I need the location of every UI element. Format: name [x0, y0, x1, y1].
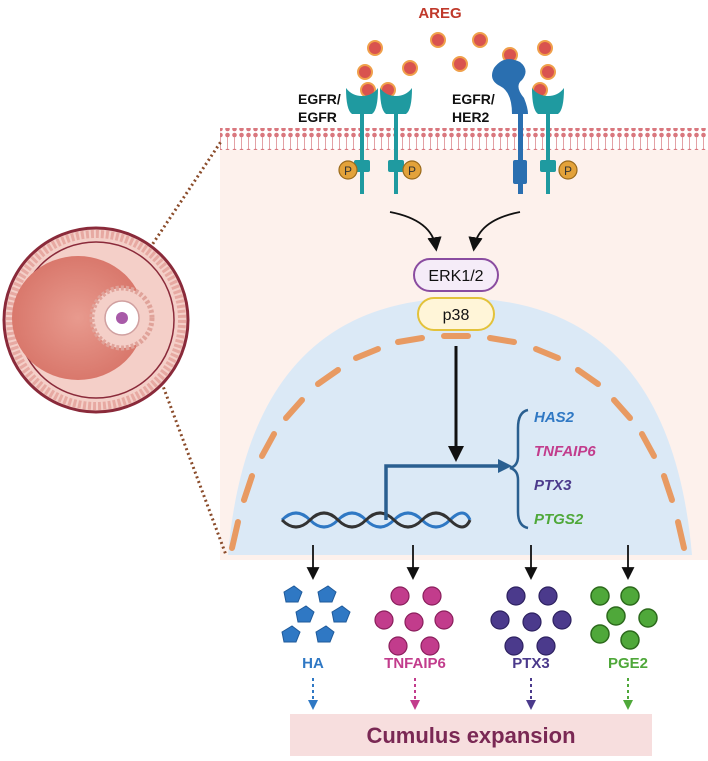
transcription-arrow: [384, 464, 500, 520]
phospho-site: [402, 160, 422, 180]
product-arrows: [306, 545, 635, 581]
outcome-arrowhead: [526, 700, 536, 710]
gene-brace: [509, 408, 529, 530]
outcome-label: Cumulus expansion: [366, 723, 575, 748]
pge2-molecules: [590, 586, 658, 650]
outcome-arrowhead: [308, 700, 318, 710]
outcome-arrowhead: [410, 700, 420, 710]
product-pge2-label: PGE2: [608, 655, 648, 672]
product-ha-label: HA: [302, 655, 324, 672]
plasma-membrane: [220, 128, 708, 150]
phospho-site: [558, 160, 578, 180]
receptor-egfr-egfr: [346, 88, 412, 194]
zoom-line-bottom: [158, 377, 228, 556]
tnfaip6-molecules: [374, 586, 454, 656]
zoom-line-top: [148, 139, 224, 249]
product-ptx3-label: PTX3: [512, 655, 550, 672]
nuclear-envelope: [229, 333, 687, 551]
gene-has2: HAS2: [534, 409, 575, 426]
receptor-label-egfr-her2: EGFR/HER2: [452, 91, 495, 125]
product-tnfaip6-label: TNFAIP6: [384, 655, 446, 672]
ha-molecules: [281, 585, 351, 643]
phospho-label: P: [408, 164, 416, 178]
nucleus: [228, 298, 692, 555]
transcription-arrowhead: [498, 459, 512, 473]
phospho-label: P: [564, 164, 572, 178]
gene-tnfaip6: TNFAIP6: [534, 443, 596, 460]
ligand-label: AREG: [418, 5, 461, 22]
kinase-p38-label: p38: [443, 307, 470, 324]
kinase-erk12-label: ERK1/2: [428, 268, 483, 285]
phospho-site: [338, 160, 358, 180]
dna-helix: [280, 511, 472, 529]
signal-arrow-right: [468, 211, 521, 252]
phospho-label: P: [344, 164, 352, 178]
follicle-illustration: [2, 226, 190, 414]
receptor-label-egfr-egfr: EGFR/EGFR: [298, 91, 341, 125]
gene-ptgs2: PTGS2: [534, 511, 584, 528]
outcome-arrowhead: [623, 700, 633, 710]
kinase-erk12: [413, 258, 499, 292]
kinase-p38: [417, 297, 495, 331]
outcome-arrows: [312, 678, 629, 700]
ptx3-molecules: [490, 586, 572, 656]
ligand-molecules: [357, 32, 556, 98]
receptor-egfr-her2: [492, 59, 564, 194]
signal-arrow-left: [389, 211, 442, 252]
gene-ptx3: PTX3: [534, 477, 572, 494]
outcome-box: [290, 714, 652, 756]
nuclear-signal-arrowhead: [448, 446, 464, 462]
